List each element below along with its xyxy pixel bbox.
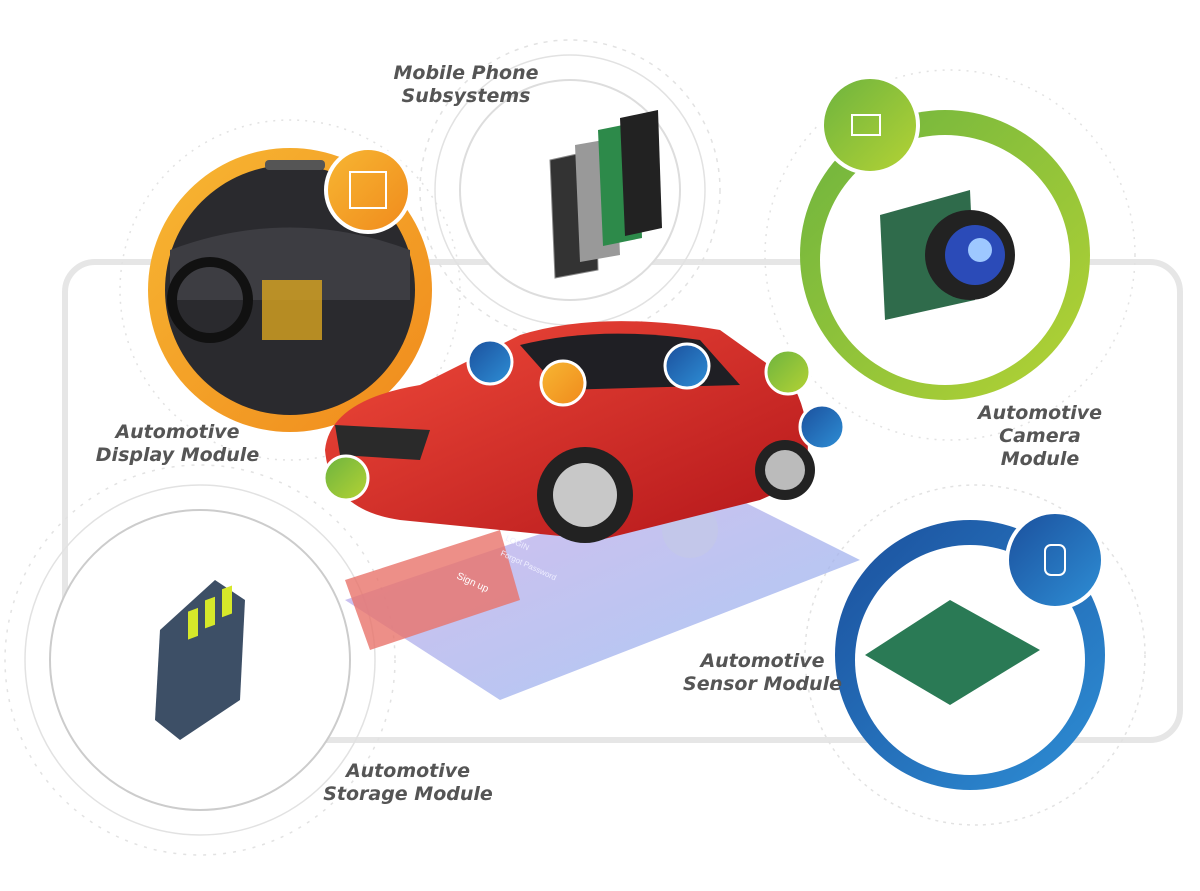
camera-car-icon <box>820 75 920 175</box>
sd-card-icon <box>155 580 245 740</box>
storage-module-graphic <box>49 509 351 811</box>
display-module-graphic <box>148 146 432 432</box>
camera-module-graphic <box>800 75 1090 400</box>
navigation-touch-icon <box>324 146 412 234</box>
circuit-board-icon <box>865 600 1040 705</box>
sensor-module-graphic <box>835 510 1105 790</box>
phone-layers-graphic <box>459 79 681 301</box>
red-car <box>322 321 846 543</box>
sensor-car-icon <box>1005 510 1105 610</box>
